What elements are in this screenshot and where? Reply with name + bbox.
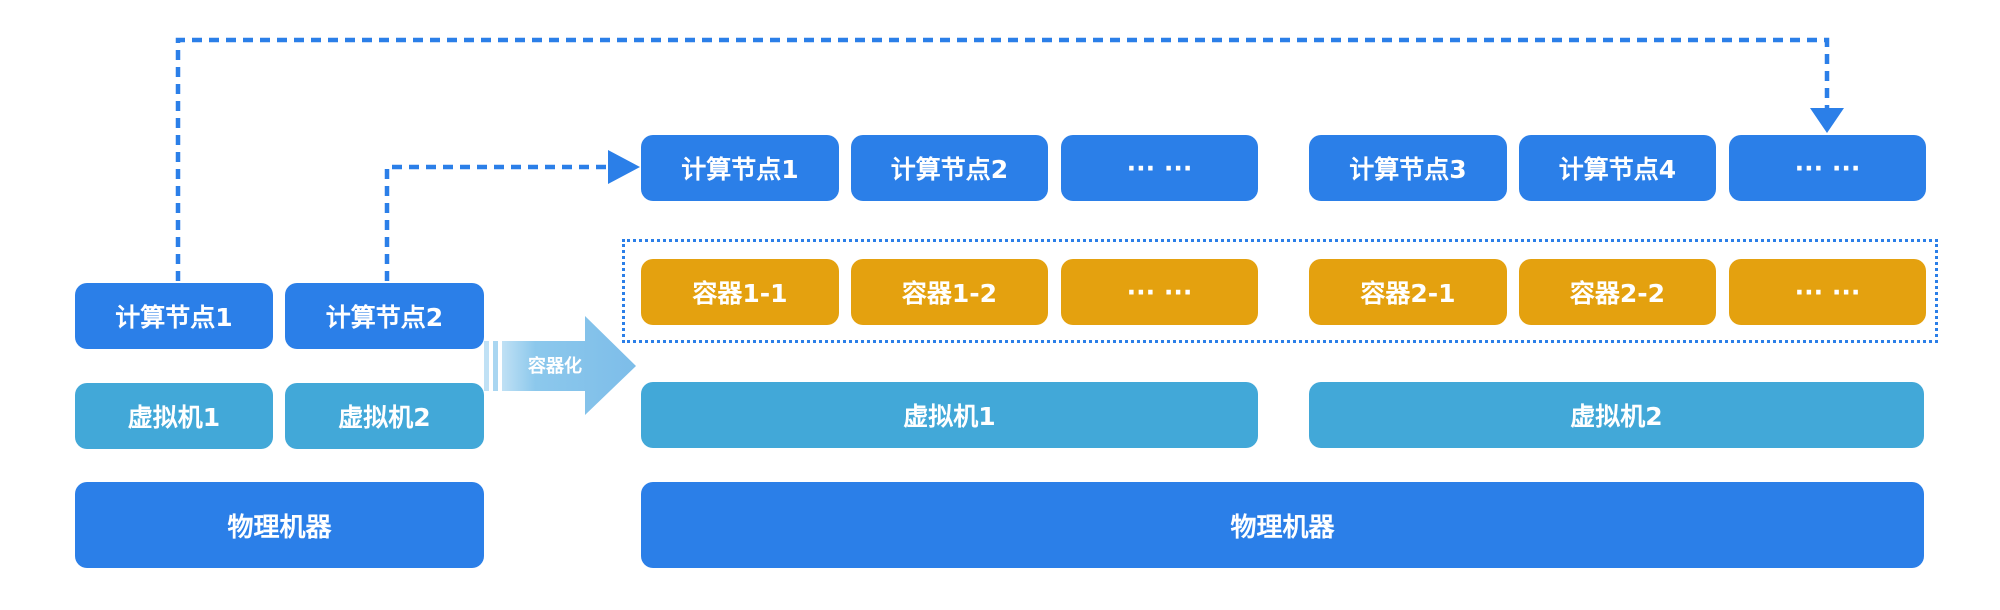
left-node-1: 计算节点1 — [75, 283, 273, 349]
right-vm-2: 虚拟机2 — [1309, 382, 1924, 448]
container-1-2: 容器1-2 — [851, 259, 1048, 325]
container-1-1: 容器1-1 — [641, 259, 839, 325]
right-node-4: 计算节点4 — [1519, 135, 1716, 201]
container-ellipsis-1: ··· ··· — [1061, 259, 1258, 325]
left-vm-2: 虚拟机2 — [285, 383, 484, 449]
right-node-2: 计算节点2 — [851, 135, 1048, 201]
left-vm-1: 虚拟机1 — [75, 383, 273, 449]
container-2-1: 容器2-1 — [1309, 259, 1507, 325]
link-arrowhead-1 — [1810, 108, 1844, 133]
left-node-2: 计算节点2 — [285, 283, 484, 349]
link-arrowhead-2 — [608, 150, 640, 184]
right-physical-machine: 物理机器 — [641, 482, 1924, 568]
containerize-label: 容器化 — [528, 356, 582, 377]
right-node-ellipsis-2: ··· ··· — [1729, 135, 1926, 201]
left-physical-machine: 物理机器 — [75, 482, 484, 568]
container-2-2: 容器2-2 — [1519, 259, 1716, 325]
right-node-1: 计算节点1 — [641, 135, 839, 201]
right-node-3: 计算节点3 — [1309, 135, 1507, 201]
container-group-outline — [622, 239, 1938, 343]
right-node-ellipsis-1: ··· ··· — [1061, 135, 1258, 201]
container-ellipsis-2: ··· ··· — [1729, 259, 1926, 325]
right-vm-1: 虚拟机1 — [641, 382, 1258, 448]
link-node2-to-node1 — [384, 164, 612, 281]
